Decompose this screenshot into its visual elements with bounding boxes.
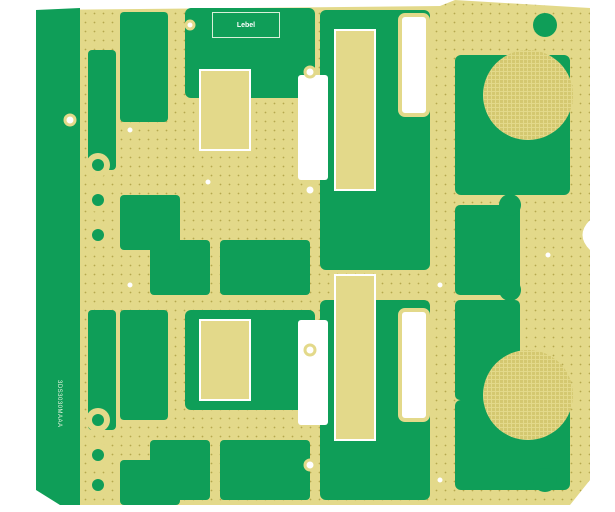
silkscreen-label: Lebel <box>212 12 280 38</box>
serial-number-text: 3DS3030MAAA <box>56 380 62 428</box>
